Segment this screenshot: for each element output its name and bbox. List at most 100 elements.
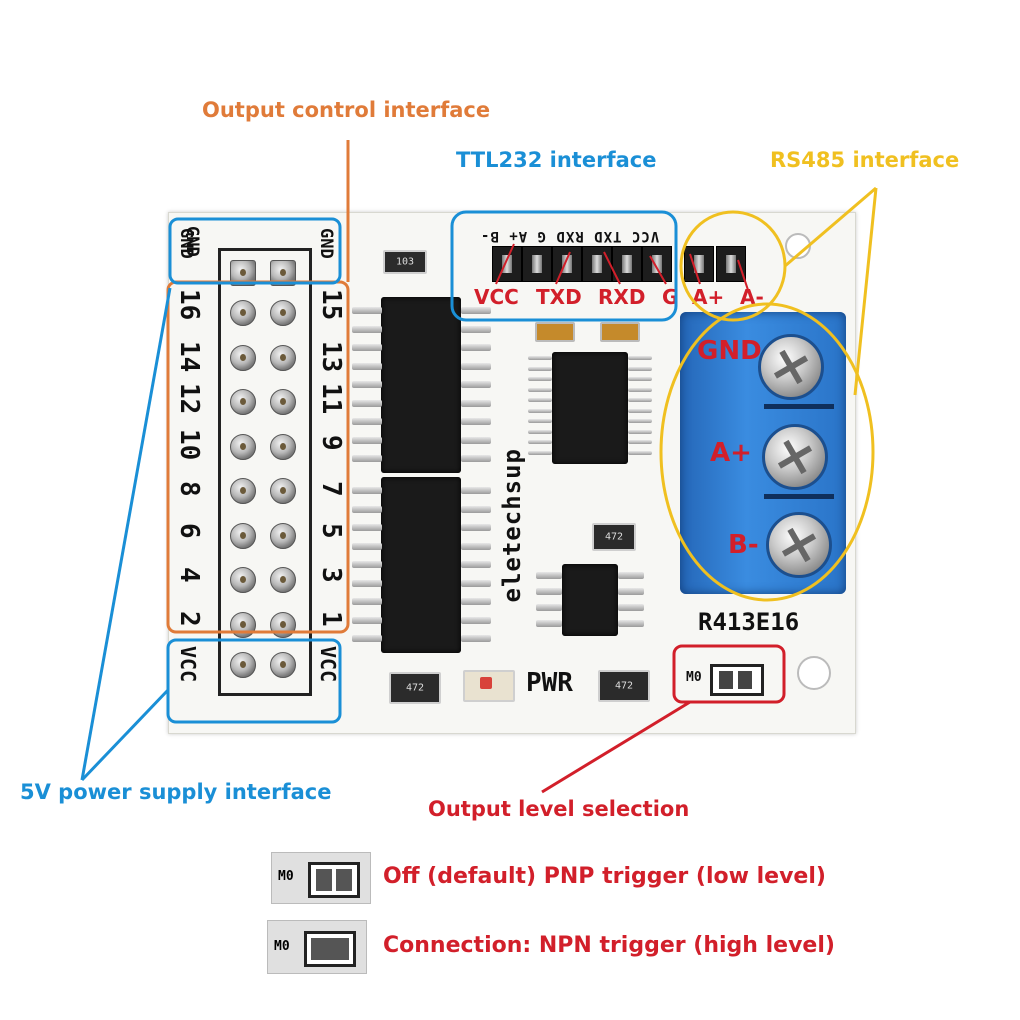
pin-label: 6 xyxy=(174,523,204,539)
chip-leg xyxy=(461,598,491,605)
pin-label: 16 xyxy=(174,289,204,321)
chip-leg xyxy=(352,616,382,624)
pin-label: 1 xyxy=(316,611,346,627)
chip-leg xyxy=(461,635,491,642)
legend-m0-label: M0 xyxy=(278,869,294,884)
mounting-hole xyxy=(785,233,811,259)
legend-switch-off: M0 xyxy=(271,852,371,904)
header-pin-pad xyxy=(270,611,296,638)
chip-leg xyxy=(352,561,382,568)
left-vcc-label: VCC xyxy=(176,646,200,683)
chip-leg xyxy=(352,381,382,388)
resistor-label: 472 xyxy=(604,531,624,543)
resistor-472: 472 xyxy=(389,672,441,704)
chip-leg xyxy=(352,598,382,605)
chip-leg xyxy=(461,418,491,425)
chip-leg xyxy=(618,620,644,627)
brand-silk: eletechsup xyxy=(498,448,526,603)
header-pin xyxy=(582,246,612,282)
chip-leg xyxy=(461,616,491,624)
header-pin-pad xyxy=(270,652,296,678)
m0-jumper-pads[interactable] xyxy=(710,664,764,696)
chip-leg xyxy=(628,366,652,371)
chip-leg xyxy=(461,344,491,351)
ttl-silk-g: G xyxy=(536,228,547,244)
chip-leg xyxy=(628,387,652,392)
header-pin xyxy=(492,246,522,282)
terminal-screw-b xyxy=(766,512,832,578)
ttl-silk-rxd: RXD xyxy=(555,228,584,244)
chip-leg xyxy=(536,604,562,611)
chip-leg xyxy=(628,356,652,360)
chip-leg xyxy=(628,419,652,423)
power-led-dot xyxy=(480,677,492,689)
left-gnd-label: GND xyxy=(176,228,196,259)
header-pin-pad xyxy=(230,344,256,371)
header-pin-pad xyxy=(230,611,256,638)
pin-label: 10 xyxy=(174,429,204,461)
ttl-silk-a: A+ xyxy=(508,228,528,244)
chip-leg xyxy=(528,408,552,413)
pin-overlay-aminus: A- xyxy=(740,285,764,309)
chip-leg xyxy=(461,362,491,370)
chip-leg xyxy=(352,635,382,642)
ttl-silk-labels: VCC TXD RXD G A+ B- xyxy=(480,228,659,244)
chip-leg xyxy=(628,377,652,381)
power-leader-1 xyxy=(80,287,172,781)
terminal-label-b: B- xyxy=(728,530,759,560)
resistor-472: 472 xyxy=(592,523,636,551)
output-control-label: Output control interface xyxy=(202,98,491,122)
smd-component xyxy=(535,322,575,342)
mounting-hole xyxy=(797,656,831,690)
chip-leg xyxy=(352,307,382,314)
pin-overlay-txd: TXD xyxy=(536,285,582,309)
chip-leg xyxy=(461,436,491,444)
legend-connection-text: Connection: NPN trigger (high level) xyxy=(383,933,835,958)
chip-leg xyxy=(352,362,382,370)
right-pin-numbers: 15 13 11 9 7 5 3 1 xyxy=(310,285,356,645)
output-level-label: Output level selection xyxy=(428,797,690,821)
chip-leg xyxy=(352,418,382,425)
rs485-leader-2 xyxy=(853,187,878,396)
terminal-divider xyxy=(764,494,834,499)
resistor-label: 472 xyxy=(614,680,634,692)
chip-leg xyxy=(461,381,491,388)
header-pin-pad xyxy=(270,260,296,286)
pin-label: 3 xyxy=(316,567,346,583)
terminal-label-gnd: GND xyxy=(697,336,762,366)
header-pin xyxy=(684,246,714,282)
mcu-chip xyxy=(552,352,628,464)
right-vcc-label: VCC xyxy=(316,646,340,683)
header-pin-pad xyxy=(230,433,256,460)
header-pin-pad xyxy=(270,300,296,326)
header-pin xyxy=(642,246,672,282)
terminal-screw-a xyxy=(762,424,828,490)
header-pin-pad xyxy=(230,652,256,678)
ttl-silk-vcc: VCC xyxy=(630,228,660,244)
chip-leg xyxy=(618,572,644,579)
chip-leg xyxy=(352,579,382,587)
chip-leg xyxy=(352,325,382,333)
header-pin xyxy=(522,246,552,282)
chip-leg xyxy=(461,524,491,531)
chip-leg xyxy=(461,399,491,407)
pin-label: 7 xyxy=(316,481,346,497)
ttl-silk-b: B- xyxy=(480,228,499,244)
chip-leg xyxy=(528,398,552,402)
header-pin-pad xyxy=(230,389,256,415)
legend-off-text: Off (default) PNP trigger (low level) xyxy=(383,864,826,889)
resistor-472: 472 xyxy=(598,670,650,702)
header-pin-pad xyxy=(230,260,256,286)
rs485-label: RS485 interface xyxy=(770,148,960,172)
legend-switch-connected: M0 xyxy=(267,920,367,974)
chip-leg xyxy=(528,429,552,434)
header-pin-pad xyxy=(270,344,296,371)
chip-leg xyxy=(461,505,491,513)
chip-leg xyxy=(352,436,382,444)
chip-leg xyxy=(461,455,491,462)
capacitor-103: 103 xyxy=(383,250,427,274)
chip-leg xyxy=(352,487,382,494)
pin-overlay-rxd: RXD xyxy=(598,285,646,309)
driver-chip-upper xyxy=(381,297,461,473)
chip-leg xyxy=(461,325,491,333)
